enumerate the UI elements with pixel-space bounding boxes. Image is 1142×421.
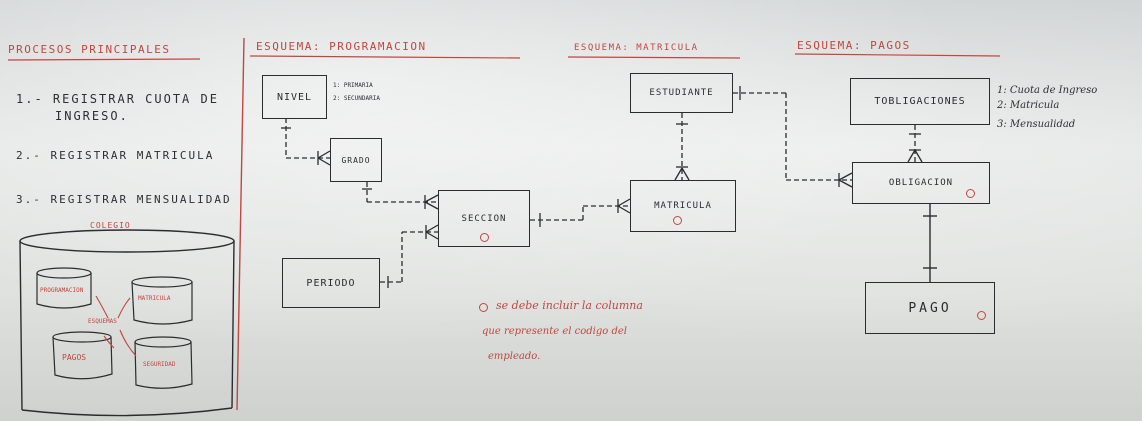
entity-grado: GRADO bbox=[330, 138, 382, 182]
note-marker bbox=[479, 303, 488, 312]
colegio-label: COLEGIO bbox=[90, 221, 131, 230]
entity-estudiante: ESTUDIANTE bbox=[630, 73, 733, 113]
entity-seccion: SECCION bbox=[438, 190, 530, 247]
entity-nivel: NIVEL bbox=[262, 75, 327, 119]
note-line-2: que represente el codigo del bbox=[482, 326, 627, 337]
note-line-3: empleado. bbox=[488, 351, 541, 362]
db-pagos-label: PAGOS bbox=[62, 353, 87, 362]
nivel-note-2: 2: SECUNDARIA bbox=[333, 95, 380, 102]
header-esquema-programacion: ESQUEMA: PROGRAMACION bbox=[256, 40, 427, 53]
entity-matricula: MATRICULA bbox=[630, 180, 736, 232]
proceso-1-line-2: INGRESO. bbox=[55, 109, 129, 123]
header-procesos-principales: PROCESOS PRINCIPALES bbox=[8, 43, 171, 56]
entity-pago: PAGO bbox=[865, 282, 995, 334]
entity-periodo: PERIODO bbox=[282, 258, 380, 308]
db-programacion-label: PROGRAMACION bbox=[40, 287, 84, 294]
obligacion-marker bbox=[966, 189, 975, 198]
matricula-marker bbox=[673, 216, 682, 225]
seccion-marker bbox=[480, 233, 489, 242]
entity-obligacion: OBLIGACION bbox=[852, 162, 990, 204]
header-esquema-matricula: ESQUEMA: MATRICULA bbox=[574, 43, 699, 53]
pago-marker bbox=[977, 311, 986, 320]
proceso-2: 2.- REGISTRAR MATRICULA bbox=[16, 149, 215, 162]
esquemas-label: ESQUEMAS bbox=[88, 318, 117, 325]
entity-tobligaciones: TOBLIGACIONES bbox=[850, 78, 990, 125]
note-line-1: se debe incluir la columna bbox=[496, 299, 643, 312]
obligacion-type-3: 3: Mensualidad bbox=[997, 119, 1076, 130]
header-esquema-pagos: ESQUEMA: PAGOS bbox=[797, 39, 911, 52]
proceso-3: 3.- REGISTRAR MENSUALIDAD bbox=[16, 193, 232, 206]
db-seguridad-label: SEGURIDAD bbox=[143, 361, 176, 368]
obligacion-type-1: 1: Cuota de Ingreso bbox=[997, 85, 1098, 96]
db-matricula-label: MATRICULA bbox=[138, 295, 171, 302]
proceso-1-line-1: 1.- REGISTRAR CUOTA DE bbox=[16, 92, 219, 106]
obligacion-type-2: 2: Matricula bbox=[997, 100, 1060, 111]
nivel-note-1: 1: PRIMARIA bbox=[333, 82, 373, 89]
